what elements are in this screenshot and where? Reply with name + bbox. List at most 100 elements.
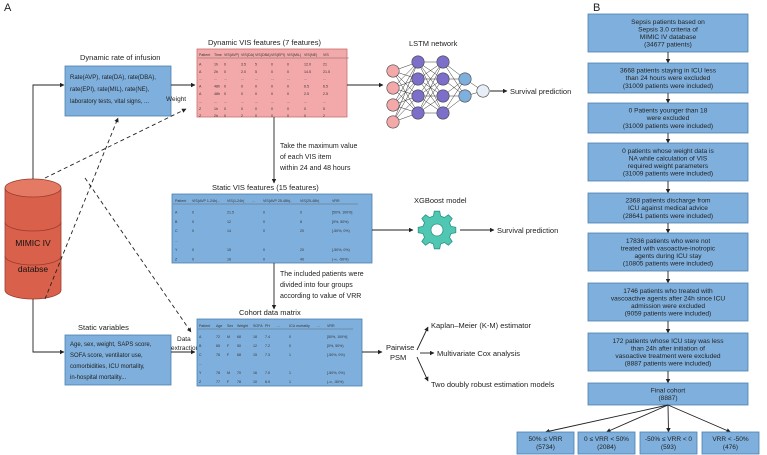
static-vis-cell: 0: [263, 220, 265, 224]
dynamic-vis-cell: 0: [287, 92, 289, 96]
cohort-cell: 65: [216, 344, 220, 348]
cohort-cell: 7.4: [265, 335, 270, 339]
static-vis-cell: 12: [227, 220, 231, 224]
lstm-edge: [417, 61, 444, 114]
static-vis-header-cell: ...: [217, 199, 220, 203]
mimic-database-cylinder: MIMIC IV databse: [4, 178, 62, 300]
flow-box-1-line: MIMIC IV database: [640, 34, 697, 41]
dynamic-vis-cell: ...: [241, 77, 244, 81]
static-vars-line-1: Age, sex, weight, SAPS score,: [70, 342, 152, 348]
dynamic-vis-cell: 0: [224, 70, 226, 74]
static-vars-line-2: SOFA score, ventilator use,: [70, 353, 143, 359]
dynamic-vis-cell: 2.0: [241, 70, 246, 74]
cohort-cell: 68: [237, 335, 241, 339]
static-vis-header-cell: VRR: [332, 199, 340, 203]
dynamic-vis-cell: 0: [241, 92, 243, 96]
max-step-line-1: Take the maximum value: [280, 143, 358, 150]
flow-box-1-line: Sepsis patients based on: [631, 19, 705, 26]
dynamic-vis-cell: ...: [224, 77, 227, 81]
dynamic-vis-cell: ...: [287, 77, 290, 81]
weight-label: Weight: [166, 96, 186, 103]
group-box-4-line: VRR < -50%: [712, 436, 749, 443]
static-vis-cell: B: [175, 220, 178, 224]
static-vis-cell: 20: [300, 248, 304, 252]
cohort-cell: F: [227, 353, 230, 357]
static-vars-box: [64, 334, 172, 386]
cohort-cell: ...: [199, 362, 202, 366]
dynamic-vis-cell: 14.5: [304, 70, 311, 74]
db-subname: databse: [18, 264, 49, 274]
static-vis-cell: C: [175, 229, 178, 233]
dynamic-vis-cell: ...: [323, 99, 326, 103]
flow-box-7-line: (9059 patients were included): [625, 311, 712, 318]
dynamic-vis-cell: ...: [287, 99, 290, 103]
xgboost-output: Survival prediction: [497, 226, 558, 235]
group-box-4-line: (476): [723, 444, 738, 451]
lstm-edge: [442, 78, 466, 114]
group-box-3-line: (593): [661, 444, 676, 451]
flow-box-6-line: 17836 patients who were not: [626, 238, 710, 245]
dynamic-vis-cell: 0: [271, 85, 273, 89]
group-box-1-line: 50% ≤ VRR: [529, 436, 563, 443]
lstm-hidden-node: [411, 89, 425, 103]
flow-box-8-line: vasoactive treatment were excluded: [615, 353, 721, 360]
static-vis-cell: 0: [263, 210, 265, 214]
flow-box-1-line: Sepsis 3.0 criteria of: [638, 26, 698, 33]
cohort-cell: 0: [289, 335, 291, 339]
dynamic-vis-cell: 0: [224, 107, 226, 111]
dynamic-vis-cell: A: [199, 70, 202, 74]
dynamic-vis-cell: ...: [304, 99, 307, 103]
dynamic-vis-cell: ...: [214, 77, 217, 81]
lstm-dense-node: [458, 72, 472, 86]
static-vis-cell: 0: [300, 210, 302, 214]
dynamic-vis-cell: 0: [287, 85, 289, 89]
flow-box-6-line: treated with vasoactive-inotropic: [621, 245, 716, 252]
static-vis-header-cell: VIS(25-48h): [300, 199, 319, 203]
flow-box-9-line: (8887): [658, 395, 677, 402]
gear-icon: [417, 210, 457, 250]
cohort-header-cell: Age: [216, 324, 222, 328]
lstm-edge: [392, 78, 419, 123]
dynamic-vis-cell: 1h: [214, 62, 218, 66]
cohort-header-cell: Patient: [199, 324, 210, 328]
lstm-output: Survival prediction: [510, 87, 571, 96]
dynamic-vis-cell: 0: [224, 62, 226, 66]
group-box-3-line: -50% ≤ VRR < 0: [645, 436, 692, 443]
dynamic-vis-cell: 12.0: [304, 62, 311, 66]
static-vis-cell: (-∞, -50%): [332, 257, 349, 261]
cohort-cell: 18: [253, 335, 257, 339]
static-vars-line-3: comorbidities, ICU mortality,: [70, 364, 145, 370]
dynamic-vis-cell: ...: [255, 77, 258, 81]
divide-step-line-1: The included patients were: [280, 271, 364, 278]
cohort-cell: 16: [253, 371, 257, 375]
dynamic-vis-cell: 0: [255, 92, 257, 96]
analysis-doubly-robust: Two doubly robust estimation models: [431, 380, 555, 389]
group-box-1: [516, 431, 575, 455]
cohort-cell: 6.9: [265, 380, 270, 384]
cohort-header-cell: VRR: [327, 324, 335, 328]
dynamic-vis-cell: 0: [271, 107, 273, 111]
static-vis-cell: Z: [175, 257, 178, 261]
dynamic-vis-cell: 2.5: [304, 92, 309, 96]
cohort-header-cell: ...: [277, 324, 280, 328]
flow-box-1: [587, 13, 749, 53]
dynamic-vis-cell: 1h: [214, 107, 218, 111]
dynamic-vis-cell: A: [199, 92, 202, 96]
dynamic-vis-cell: 0: [271, 62, 273, 66]
dynamic-vis-box: [196, 48, 348, 118]
dynamic-vis-cell: 21: [323, 62, 327, 66]
dynamic-vis-cell: 21.5: [323, 70, 330, 74]
flow-box-5-line: 2368 patients discharge from: [625, 198, 711, 205]
dynamic-vis-title: Dynamic VIS features (7 features): [208, 38, 321, 47]
flow-box-5: [587, 192, 749, 224]
static-vis-cell: 0: [263, 248, 265, 252]
cohort-cell: 78: [216, 371, 220, 375]
cohort-cell: [-50%, 0%): [327, 353, 345, 357]
flow-box-3-line: (31009 patients were included): [623, 123, 713, 130]
flow-box-7-line: 1746 patients who treated with: [623, 288, 713, 295]
flow-box-4-line: NA while calculation of VIS: [629, 155, 708, 162]
xgboost-title: XGBoost model: [414, 196, 467, 205]
static-vis-cell: 0: [192, 248, 194, 252]
group-box-1-line: (5734): [536, 444, 555, 451]
